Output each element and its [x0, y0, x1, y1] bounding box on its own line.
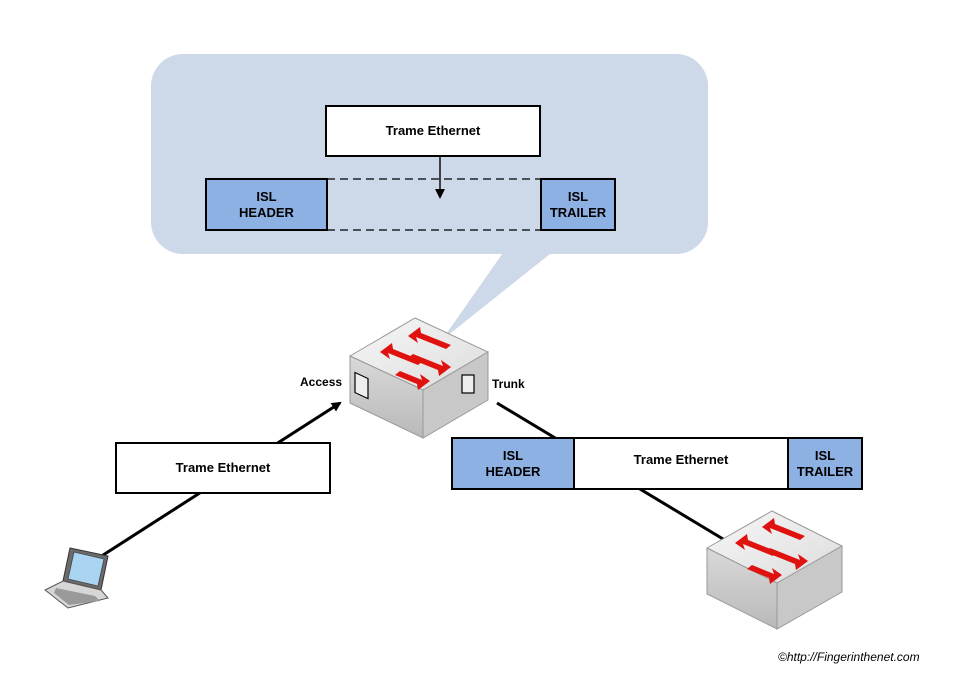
callout-isl-header-line1: ISL	[256, 188, 277, 204]
trunk-isl-trailer-box: ISL TRAILER	[787, 437, 863, 490]
copyright-text: ©http://Fingerinthenet.com	[778, 650, 920, 664]
trunk-ethernet-frame-label: Trame Ethernet	[633, 451, 729, 467]
callout-ethernet-frame-box: Trame Ethernet	[325, 105, 541, 157]
trunk-isl-trailer-line1: ISL	[814, 447, 836, 463]
callout-isl-trailer-box: ISL TRAILER	[540, 178, 616, 231]
callout-isl-header-box: ISL HEADER	[205, 178, 328, 231]
callout-ethernet-frame-label: Trame Ethernet	[385, 123, 481, 138]
switch-icon	[705, 510, 844, 630]
access-ethernet-frame-box: Trame Ethernet	[115, 442, 331, 494]
trunk-port-label: Trunk	[492, 377, 525, 391]
trunk-isl-header-box: ISL HEADER	[451, 437, 575, 490]
callout-isl-trailer-line1: ISL	[567, 188, 589, 204]
trunk-ethernet-frame-box: Trame Ethernet	[573, 437, 789, 490]
trunk-isl-trailer-line2: TRAILER	[796, 463, 854, 479]
access-ethernet-frame-label: Trame Ethernet	[175, 460, 271, 475]
switch-icon	[348, 317, 490, 439]
laptop-icon	[44, 547, 109, 609]
trunk-isl-header-line1: ISL	[502, 447, 524, 463]
access-port-label: Access	[300, 375, 343, 389]
callout-isl-trailer-line2: TRAILER	[549, 204, 607, 220]
trunk-isl-header-line2: HEADER	[485, 463, 541, 479]
callout-isl-header-line2: HEADER	[239, 204, 294, 220]
